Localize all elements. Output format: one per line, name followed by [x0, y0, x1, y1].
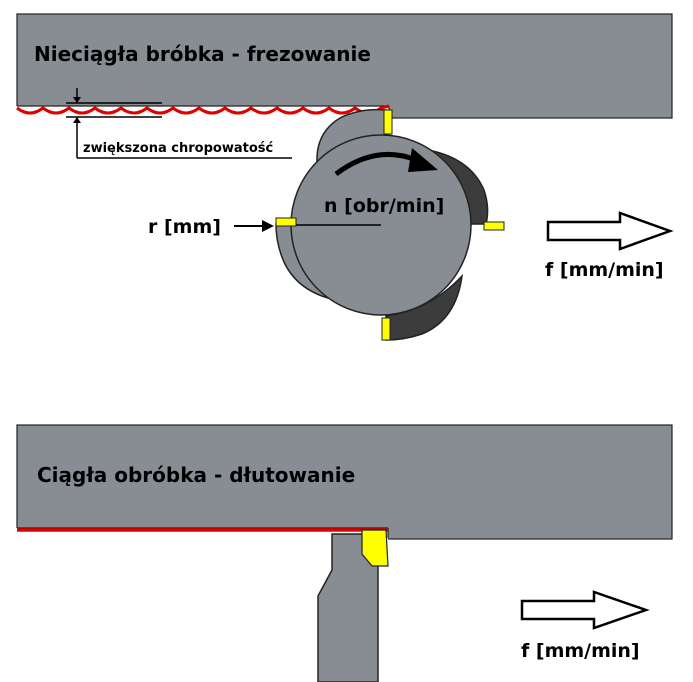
cutter-insert-right [483, 221, 505, 231]
shaping-title: Ciągła obróbka - dłutowanie [37, 463, 355, 487]
radius-pointer [234, 220, 274, 232]
rotation-arrow-head [408, 148, 438, 172]
milling-feed-label: f [mm/min] [545, 259, 664, 281]
cutter-insert-top [383, 109, 393, 135]
shaping-insert [361, 529, 389, 567]
shaping-section: Ciągła obróbka - dłutowanie f [mm/min] [16, 424, 673, 682]
roughness-dimension [66, 88, 292, 159]
milling-workpiece [16, 13, 673, 119]
milling-feed-arrow [546, 211, 674, 251]
milling-title: Nieciągła bróbka - frezowanie [34, 42, 371, 66]
radius-label: r [mm] [148, 216, 221, 238]
milling-section: Nieciągła bróbka - frezowanie zwiększona… [16, 13, 674, 341]
milling-cutter [275, 108, 505, 341]
roughness-label: zwiększona chropowatość [83, 141, 273, 156]
rotation-arrow [334, 152, 417, 177]
shaping-feed-arrow [520, 590, 650, 630]
milling-rough-surface [16, 104, 390, 115]
speed-label: n [obr/min] [324, 195, 444, 217]
cutter-insert-bottom [381, 317, 391, 341]
shaping-workpiece [16, 424, 673, 540]
milling-workpiece-cut [16, 106, 389, 120]
shaping-feed-label: f [mm/min] [521, 640, 640, 662]
cutter-insert-left [275, 217, 297, 227]
